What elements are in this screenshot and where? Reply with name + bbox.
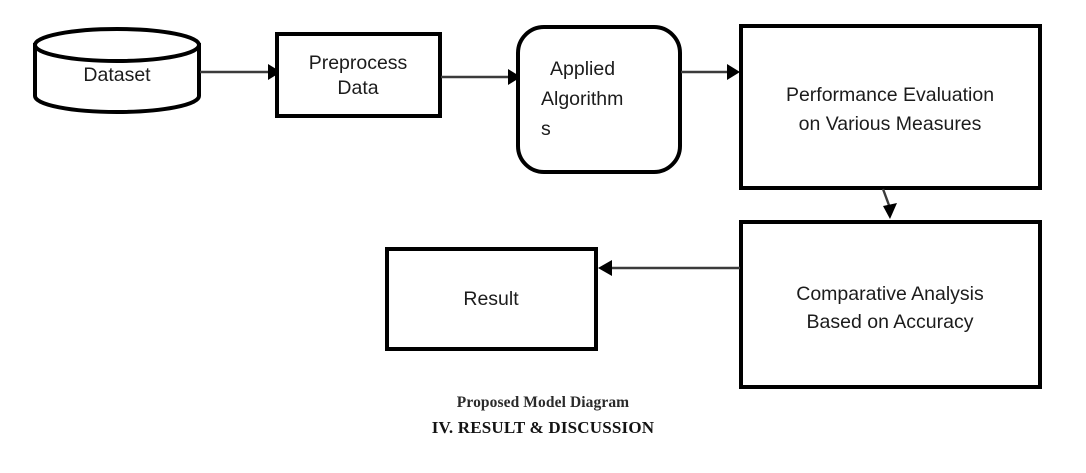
result-label: Result xyxy=(463,288,519,310)
dataset-cylinder-body xyxy=(33,43,201,114)
node-dataset[interactable]: Dataset xyxy=(33,27,201,114)
arrowhead-icon xyxy=(727,64,740,80)
arrowhead-icon xyxy=(883,203,897,219)
diagram-caption: Proposed Model Diagram xyxy=(456,394,630,411)
arrowhead-icon xyxy=(598,260,612,276)
arrowhead-icon xyxy=(268,64,281,80)
performance-evaluation-box xyxy=(739,24,1042,190)
applied-algorithms-label-line-2: Algorithm xyxy=(541,88,623,110)
dataset-label: Dataset xyxy=(83,64,151,86)
node-result[interactable]: Result xyxy=(385,247,598,351)
connector-comparative-to-result xyxy=(598,260,740,276)
preprocess-box xyxy=(275,32,442,118)
applied-algorithms-box xyxy=(516,25,682,174)
node-comparative-analysis[interactable]: Comparative Analysis Based on Accuracy xyxy=(739,220,1042,389)
applied-algorithms-label-line-3: s xyxy=(541,118,551,140)
node-applied-algorithms[interactable]: Applied Algorithm s xyxy=(516,25,682,174)
comparative-analysis-label-line-1: Comparative Analysis xyxy=(796,283,984,305)
node-performance-evaluation[interactable]: Performance Evaluation on Various Measur… xyxy=(739,24,1042,190)
performance-evaluation-label-line-2: on Various Measures xyxy=(799,113,982,135)
preprocess-label-line-1: Preprocess xyxy=(309,52,408,74)
connector-performance-to-comparative xyxy=(881,188,897,219)
performance-evaluation-label-line-1: Performance Evaluation xyxy=(786,84,994,106)
preprocess-label-line-2: Data xyxy=(337,77,378,99)
dataset-cylinder-top xyxy=(33,27,201,63)
connector-dataset-to-preprocess xyxy=(200,64,281,80)
comparative-analysis-label-line-2: Based on Accuracy xyxy=(807,311,974,333)
result-box xyxy=(385,247,598,351)
connector-applied-to-performance xyxy=(681,64,740,80)
comparative-analysis-box xyxy=(739,220,1042,389)
arrowhead-icon xyxy=(508,69,521,85)
section-heading: IV. RESULT & DISCUSSION xyxy=(431,418,655,437)
node-preprocess[interactable]: Preprocess Data xyxy=(275,32,442,118)
applied-algorithms-label-line-1: Applied xyxy=(550,58,615,80)
connector-preprocess-to-applied xyxy=(441,69,521,85)
